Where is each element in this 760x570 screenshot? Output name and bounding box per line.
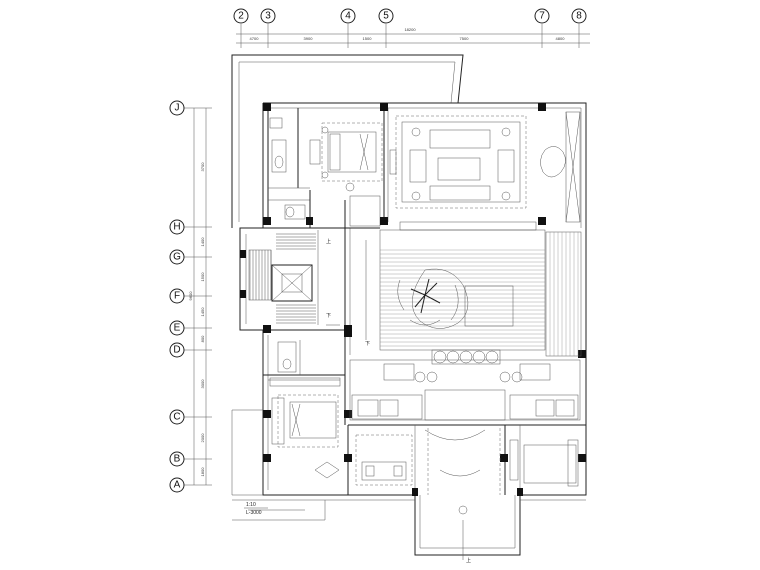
dim-left-8: 1800 [200,467,205,477]
top-grid-axis: 18200 4700 3900 1500 7500 4800 2 3 4 5 7… [233,8,590,48]
master-bedroom [309,122,383,192]
grid-label-G: G [173,252,181,263]
grid-label-H: H [173,222,180,233]
dim-left-6: 3000 [200,379,205,389]
toilet-icon [285,206,295,218]
living-room [389,111,581,231]
grid-label-C: C [173,412,180,423]
grid-label-A: A [174,480,181,491]
east-bed [523,444,577,484]
guest-bed [289,401,337,439]
grid-label-7: 7 [539,11,545,22]
grid-bubble-3 [260,8,276,24]
dim-top-2: 3900 [304,36,314,41]
tree-icon [397,268,469,329]
main-wall-north-east [263,102,587,355]
grid-label-F: F [174,291,180,302]
grid-bubble-F [169,288,185,304]
entrance-marker-icon [458,505,468,515]
grid-bubble-D [169,342,185,358]
tea-table [361,461,407,481]
grid-bubble-A [169,477,185,493]
grid-bubble-H [169,219,185,235]
roof-terrace-outline [231,54,464,228]
stair-up-label: 上 [326,238,331,245]
entrance-label: 上 [466,557,471,564]
toilet-icon-lower [282,358,292,370]
sofa-south [429,185,491,201]
grid-label-B: B [174,454,181,465]
grid-label-D: D [173,345,180,356]
grid-bubble-E [169,320,185,336]
dim-left-7: 2000 [200,433,205,443]
dim-top-3: 1500 [363,36,373,41]
dim-top-4: 7500 [460,36,470,41]
dim-top-1: 4700 [250,36,260,41]
structural-columns [240,103,586,496]
dim-left-3: 1500 [200,272,205,282]
level-note: 1:10 L-3000 [244,502,268,516]
grid-bubble-5 [378,8,394,24]
south-rooms: 上 [355,428,579,564]
grid-label-4: 4 [345,11,351,22]
sofa-north [429,129,491,149]
corridor-down-label: 下 [365,341,370,347]
skylight-glass [464,285,514,327]
building-outline [231,54,587,556]
dim-left-total: 9600 [188,291,193,301]
central-lounge [349,359,581,421]
elevator-shaft [271,264,313,302]
grid-label-8: 8 [576,11,582,22]
grid-bubble-7 [534,8,550,24]
grid-bubble-C [169,409,185,425]
bathtub [271,139,287,173]
grid-bubble-8 [571,8,587,24]
bed [327,131,377,173]
grid-label-2: 2 [238,11,244,22]
dim-left-2: 1400 [200,237,205,247]
left-grid-axis: 3700 1400 1500 1450 800 3000 2000 1800 9… [169,100,212,493]
grid-bubble-B [169,451,185,467]
guest-bedroom [269,341,341,479]
grid-label-J: J [175,103,180,114]
dim-top-5: 4800 [556,36,566,41]
wood-deck-courtyard [379,229,582,365]
side-chair [314,461,340,479]
grid-label-E: E [174,323,181,334]
grid-bubble-J [169,100,185,116]
dim-left-4: 1450 [200,307,205,317]
bathroom-upper [269,117,306,220]
dim-top-total: 18200 [404,27,416,32]
stairs: 上 下 下 [248,230,370,347]
interior-walls [263,108,586,495]
dim-left-5: 800 [200,335,205,342]
level-note-elevation: L-3000 [246,510,262,516]
plant-icon [540,146,566,178]
coffee-table [437,157,481,181]
grid-label-3: 3 [265,11,271,22]
level-note-scale: 1:10 [246,502,256,508]
grid-bubble-4 [340,8,356,24]
grid-label-5: 5 [383,11,389,22]
dim-left-1: 3700 [200,162,205,172]
stair-down-label: 下 [326,313,331,319]
grid-bubble-2 [233,8,249,24]
grid-bubble-G [169,249,185,265]
